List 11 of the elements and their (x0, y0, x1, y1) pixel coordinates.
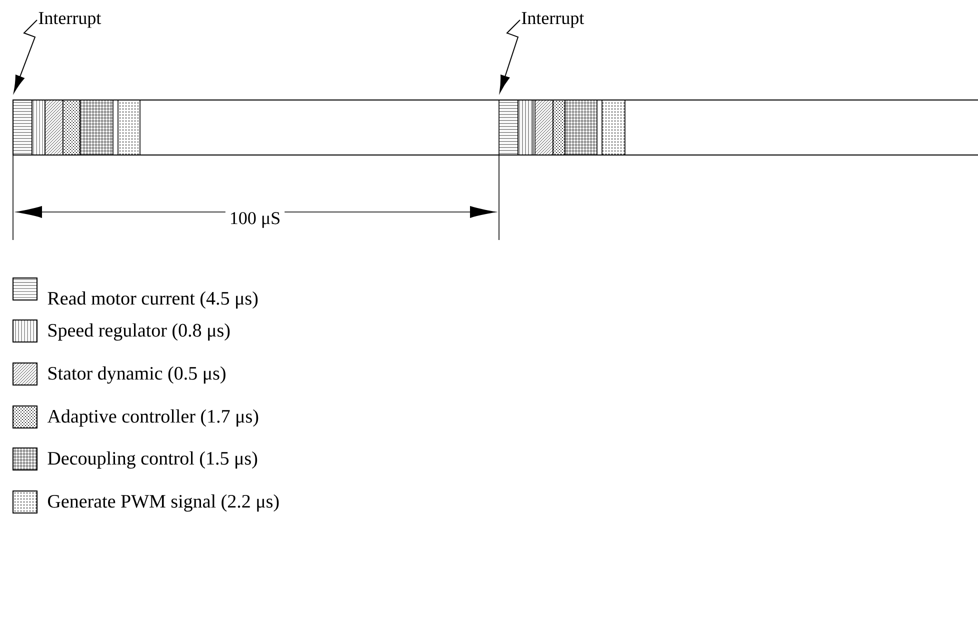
dimension-label: 100 μS (225, 208, 285, 232)
legend-text: Generate PWM signal (2.2 μs) (48, 494, 279, 512)
interrupt-arrow (14, 20, 38, 93)
interrupt-label: Interrupt (522, 12, 584, 28)
interrupt-label: Interrupt (38, 12, 102, 28)
legend-text: Adaptive controller (1.7 μs) (47, 409, 258, 427)
legend-text: Speed regulator (0.8 μs) (48, 323, 230, 341)
interrupt-arrow (499, 20, 520, 93)
legend-text: Read motor current (4.5 μs) (48, 291, 258, 309)
legend-text: Stator dynamic (0.5 μs) (48, 366, 226, 384)
legend-text: Decoupling control (1.5 μs) (48, 451, 258, 469)
